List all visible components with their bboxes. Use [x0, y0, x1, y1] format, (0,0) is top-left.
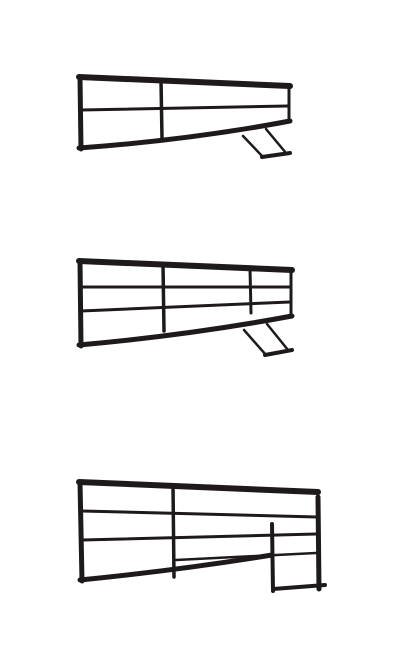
- two-row-sketch: [76, 74, 293, 159]
- sketch2-row-divider-2: [79, 300, 292, 313]
- sketch2-column-divider-1: [161, 262, 166, 333]
- sketch1-top-edge: [76, 74, 293, 89]
- sketch2-left-edge: [77, 258, 84, 349]
- sketch3-row-divider-3: [174, 551, 318, 562]
- sketch1-leg-left: [241, 134, 265, 159]
- sketch1-row-divider: [79, 104, 290, 112]
- three-row-sketch: [76, 258, 295, 357]
- sketch3-bottom-edge: [77, 552, 275, 583]
- sketch2-top-edge: [76, 258, 295, 273]
- sketch2-leg-right: [265, 322, 290, 352]
- sketch1-bottom-edge: [76, 118, 293, 151]
- sketch1-leg-right: [264, 127, 288, 155]
- sketch2-bottom-edge: [76, 313, 295, 348]
- sketch1-leg-foot: [260, 151, 292, 159]
- sketch3-column-divider: [171, 484, 176, 579]
- sketch3-left-edge: [77, 479, 85, 584]
- sketch3-row-divider-1: [80, 509, 319, 519]
- sketch3-right-post: [315, 494, 322, 592]
- sketch2-column-divider-2: [248, 266, 253, 315]
- sketch2-leg-foot: [263, 348, 294, 357]
- four-row-sketch: [76, 479, 327, 593]
- sketch1-column-divider: [159, 78, 164, 140]
- sketch3-top-edge: [76, 479, 321, 495]
- sketch3-inner-post: [270, 522, 275, 593]
- sketch3-base-line: [271, 583, 327, 591]
- sketch2-leg-left: [242, 328, 268, 357]
- sketch1-left-edge: [77, 74, 84, 152]
- sketch3-row-divider-2: [80, 532, 318, 542]
